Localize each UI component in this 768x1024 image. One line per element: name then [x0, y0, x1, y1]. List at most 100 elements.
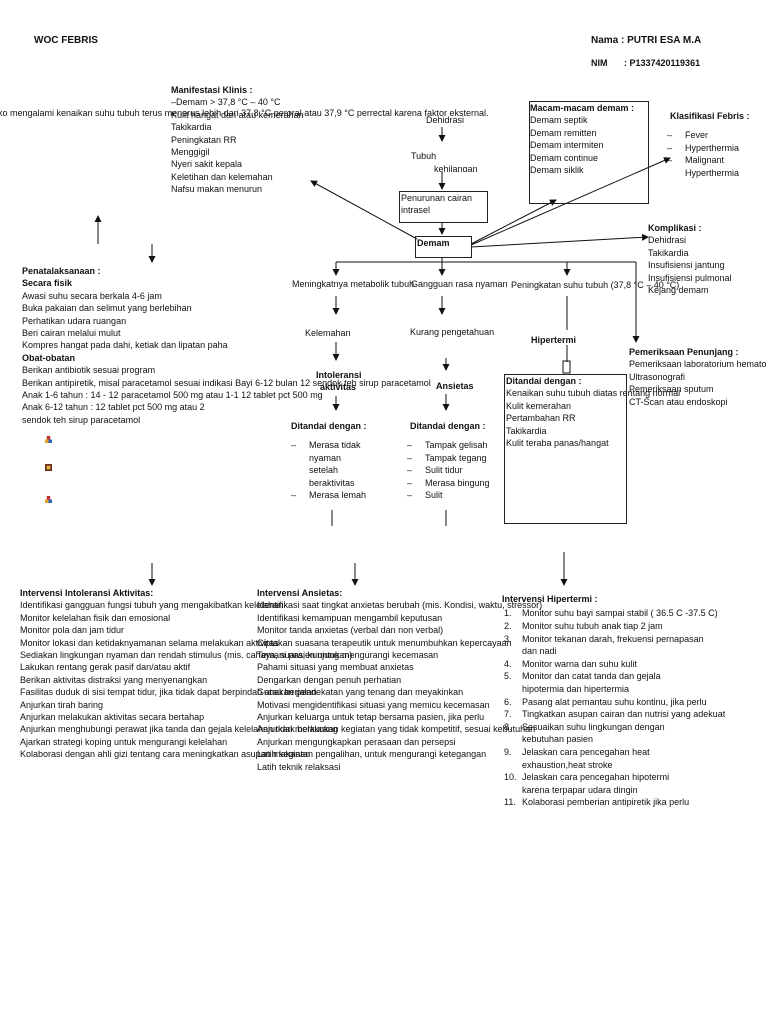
ditandai-hipertermi-box: Ditandai dengan : Kenaikan suhu tubuh di…: [504, 374, 681, 524]
demam-label: Demam: [417, 238, 450, 248]
manifestasi-item: Kulit hangat dan atau kemerahan: [171, 109, 304, 120]
intervensi-item: Gunakan pendekatan yang tenang dan meyak…: [257, 687, 464, 698]
intervensi-item: Monitor pola dan jam tidur: [20, 625, 125, 636]
intervensi-item: Anjurkan melakukan kegiatan yang tidak k…: [257, 724, 536, 735]
intervensi-item: Identifikasi kemampuan mengambil keputus…: [257, 612, 443, 623]
macam-demam-item: Demam intermiten: [530, 140, 604, 151]
macam-demam-item: Demam continue: [530, 152, 599, 163]
nim-value: : P1337420119361: [624, 58, 701, 68]
manifestasi-item: Peningkatan RR: [171, 134, 237, 145]
penunjang-block: Pemeriksaan Penunjang : Pemeriksaan labo…: [629, 346, 768, 408]
intervensi-item: Sediakan lingkungan nyaman dan rendah st…: [20, 650, 353, 661]
manifestasi-item: –Demam > 37,8 °C – 40 °C: [171, 97, 281, 108]
komplikasi-item: Dehidrasi: [648, 235, 687, 246]
penurunan-line: intrasel: [401, 205, 431, 216]
intervensi-item: Monitor tanda anxietas (verbal dan non v…: [257, 625, 444, 636]
intervensi-item: Anjurkan mengungkapkan perasaan dan pers…: [257, 736, 456, 747]
node-demam-box: Demam: [415, 236, 472, 258]
intoleransi-line: Intoleransi: [316, 370, 362, 380]
nim-label: NIM: [591, 58, 608, 68]
node-kurang-pengetahuan: Kurang pengetahuan: [410, 327, 495, 337]
bullet-icon: [45, 464, 52, 471]
intervensi-item: Latih kegiatan pengalihan, untuk mengura…: [257, 749, 487, 760]
intervensi-item: Temani pasien untuk mengurangi kecemasan: [257, 650, 439, 661]
node-intoleransi: Intoleransi aktivitas: [316, 369, 362, 394]
klasifikasi-item: Hyperthermia: [667, 142, 750, 155]
ditandai-item: Merasa bingung: [407, 477, 490, 490]
manifestasi-block: Manifestasi Klinis : –Demam > 37,8 °C – …: [171, 84, 304, 196]
macam-demam-item: Demam remitten: [530, 127, 597, 138]
node-metabolik: Meningkatnya metabolik tubuh: [292, 279, 415, 289]
fisik-item: Perhatikan udara ruangan: [22, 315, 127, 326]
obat-title: Obat-obatan: [22, 352, 75, 363]
ditandai-intoleransi-block: Ditandai dengan : Merasa tidak nyaman se…: [291, 420, 367, 515]
obat-item: Berikan antibiotik sesuai program: [22, 365, 156, 376]
intervensi-item: Lakukan rentang gerak pasif dan/atau akt…: [20, 662, 191, 673]
komplikasi-title: Komplikasi :: [648, 223, 702, 233]
penunjang-item: Ultrasonografi: [629, 371, 686, 382]
komplikasi-block: Komplikasi : Dehidrasi Takikardia Insufi…: [648, 222, 732, 296]
klasifikasi-block: Klasifikasi Febris : Fever Hyperthermia …: [667, 110, 750, 179]
fisik-title: Secara fisik: [22, 278, 73, 289]
intervensi-item: Anjurkan melakukan aktivitas secara bert…: [20, 712, 205, 723]
fisik-item: Kompres hangat pada dahi, ketiak dan lip…: [22, 340, 228, 351]
obat-item: Berikan antipiretik, misal paracetamol s…: [22, 377, 431, 388]
komplikasi-item: Insufisiensi pulmonal: [648, 272, 732, 283]
ditandai-item: Kulit teraba panas/hangat: [506, 438, 609, 449]
penunjang-title: Pemeriksaan Penunjang :: [629, 347, 739, 357]
ditandai-item: Tampak tegang: [407, 452, 490, 465]
intervensi-item: Monitor kelelahan fisik dan emosional: [20, 612, 171, 623]
manifestasi-item: Menggigil: [171, 147, 210, 158]
intervensi-hipertermi-block: Intervensi Hipertermi : 1.Monitor suhu b…: [502, 593, 725, 809]
intoleransi-line: aktivitas: [320, 382, 357, 393]
hipertermi-item: 6.Pasang alat pemantau suhu kontinu, jik…: [504, 696, 707, 707]
ditandai-item: Kenaikan suhu tubuh diatas rentang norma…: [506, 388, 681, 399]
intervensi-item: Motivasi mengidentifikasi situasi yang m…: [257, 699, 490, 710]
macam-demam-box: Macam-macam demam : Demam septik Demam r…: [529, 101, 649, 204]
ditandai-item: Merasa tidak: [291, 439, 367, 452]
ditandai-item: beraktivitas: [309, 477, 355, 488]
student-name: Nama : PUTRI ESA M.A: [591, 35, 702, 46]
intervensi-intoleransi-block: Intervensi Intoleransi Aktivitas: Identi…: [20, 587, 352, 761]
node-kehilangan: kehilangan: [434, 164, 478, 172]
intervensi-item: Pahami situasi yang membuat anxietas: [257, 662, 414, 673]
ditandai-item: setelah: [309, 465, 339, 476]
obat-item: Anak 6-12 tahun : 12 tablet pct 500 mg a…: [22, 402, 205, 413]
ditandai-intoleransi-title: Ditandai dengan :: [291, 421, 367, 431]
penunjang-item: Pemeriksaan sputum: [629, 384, 714, 395]
penunjang-item: Pemeriksaan laboratorium hemato: [629, 359, 767, 370]
intervensi-item: Ajarkan strategi koping untuk mengurangi…: [20, 736, 228, 747]
intervensi-item: Identifikasi saat tingkat anxietas berub…: [257, 600, 543, 611]
komplikasi-item: Kejang demam: [648, 285, 709, 296]
ditandai-ansietas-title: Ditandai dengan :: [410, 421, 486, 431]
ditandai-item: Kulit kemerahan: [506, 400, 572, 411]
obat-item: Anak 1-6 tahun : 14 - 12 paracetamol 500…: [22, 390, 323, 401]
hipertermi-item: 3.Monitor tekanan darah, frekuensi perna…: [504, 633, 704, 657]
ditandai-item: Merasa lemah: [291, 489, 367, 502]
ditandai-hipertermi-title: Ditandai dengan :: [506, 376, 582, 386]
hipertermi-item: 1.Monitor suhu bayi sampai stabil ( 36.5…: [504, 608, 718, 619]
node-dehidrasi: Dehidrasi: [426, 115, 465, 125]
intervensi-item: Berikan aktivitas distraksi yang menyena…: [20, 674, 208, 685]
intervensi-item: Ciptakan suasana terapeutik untuk menumb…: [257, 637, 512, 648]
penunjang-item: CT-Scan atau endoskopi: [629, 396, 728, 407]
ditandai-item: Pertambahan RR: [506, 413, 576, 424]
ditandai-item: Tampak gelisah: [407, 439, 490, 452]
node-kelemahan: Kelemahan: [305, 328, 351, 338]
manifestasi-item: Nyeri sakit kepala: [171, 159, 243, 170]
ditandai-ansietas-block: Ditandai dengan : Tampak gelisah Tampak …: [407, 420, 490, 502]
macam-demam-item: Demam siklik: [530, 165, 584, 176]
intervensi-item: Fasilitas duduk di sisi tempat tidur, ji…: [20, 687, 317, 698]
intervensi-item: Kolaborasi dengan ahli gizi tentang cara…: [20, 749, 311, 760]
node-ansietas: Ansietas: [436, 381, 474, 391]
intervensi-item: Identifikasi gangguan fungsi tubuh yang …: [20, 600, 284, 611]
intervensi-intoleransi-title: Intervensi Intoleransi Aktivitas:: [20, 588, 154, 598]
macam-demam-title: Macam-macam demam :: [530, 103, 635, 113]
klasifikasi-title: Klasifikasi Febris :: [670, 111, 750, 121]
hipertermi-item: 11.Kolaborasi pemberian antipiretik jika…: [504, 797, 690, 808]
